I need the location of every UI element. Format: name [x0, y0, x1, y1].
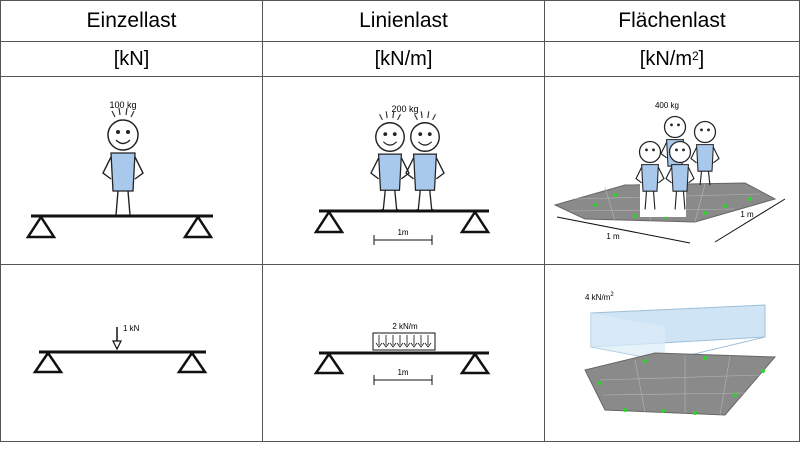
- area-side-x-label: 1 m: [606, 232, 620, 241]
- person-figure: [102, 107, 144, 218]
- person-figure: [635, 140, 665, 210]
- span-label: 1m: [397, 368, 408, 377]
- header-point-load: Einzellast: [0, 0, 263, 42]
- load-volume-side: [591, 313, 665, 361]
- cell-line-load: 2 kN/m 1m: [262, 264, 545, 442]
- unit-area-exponent: 2: [691, 49, 699, 63]
- distributed-load-arrows: [375, 335, 432, 348]
- cell-line-people: 200 kg: [262, 76, 545, 265]
- dimension-lines: [556, 198, 786, 244]
- unit-area-base: [kN/m: [639, 47, 692, 70]
- support-points: [598, 356, 765, 415]
- header-area-load-text: Flächenlast: [618, 9, 726, 32]
- person-figure: [665, 140, 695, 210]
- span-dimension: [373, 235, 433, 245]
- header-line-load-text: Linienlast: [359, 9, 448, 32]
- plate-grid: [599, 355, 761, 416]
- area-side-y-label: 1 m: [740, 210, 754, 219]
- unit-line-load: [kN/m]: [262, 41, 545, 77]
- support-left-icon: [313, 351, 345, 375]
- header-point-load-text: Einzellast: [86, 9, 177, 32]
- person-figure: [405, 111, 445, 212]
- cell-point-people: 100 kg: [0, 76, 263, 265]
- point-force-arrow: [112, 327, 122, 351]
- area-load-label: 4 kN/m2: [585, 292, 614, 302]
- area-mass-label: 400 kg: [655, 101, 679, 110]
- span-dimension: [373, 375, 433, 385]
- point-load-diagram: 1 kN: [32, 324, 208, 374]
- area-load-diagram: 4 kN/m2: [584, 292, 777, 416]
- unit-area-close: ]: [698, 47, 705, 70]
- cell-area-load: 4 kN/m2: [544, 264, 800, 442]
- point-load-label: 1 kN: [123, 324, 140, 333]
- line-load-label: 2 kN/m: [392, 322, 418, 331]
- line-people-illustration: 200 kg: [313, 104, 491, 245]
- line-load-diagram: 2 kN/m 1m: [313, 322, 491, 385]
- header-line-load: Linienlast: [262, 0, 545, 42]
- support-right-icon: [176, 350, 208, 374]
- span-label: 1m: [397, 228, 408, 237]
- unit-point-load-text: [kN]: [113, 47, 150, 70]
- cell-point-load: 1 kN: [0, 264, 263, 442]
- unit-line-load-text: [kN/m]: [374, 47, 433, 70]
- support-right-icon: [182, 214, 214, 239]
- area-people-illustration: 400 kg: [553, 101, 786, 244]
- area-load-label-exponent: 2: [610, 292, 614, 298]
- point-mass-label: 100 kg: [109, 100, 136, 110]
- header-area-load: Flächenlast: [544, 0, 800, 42]
- area-load-label-base: 4 kN/m: [585, 293, 611, 302]
- support-left-icon: [32, 350, 64, 374]
- support-right-icon: [459, 209, 491, 234]
- person-figure: [690, 120, 720, 186]
- support-left-icon: [25, 214, 57, 239]
- cell-area-people: 400 kg: [544, 76, 800, 265]
- line-mass-label: 200 kg: [391, 104, 418, 114]
- point-people-illustration: 100 kg: [25, 100, 214, 239]
- unit-point-load: [kN]: [0, 41, 263, 77]
- support-left-icon: [313, 209, 345, 234]
- person-figure: [370, 111, 410, 212]
- support-right-icon: [459, 351, 491, 375]
- distributed-load-box: [372, 332, 436, 351]
- floor-plate: [584, 352, 777, 416]
